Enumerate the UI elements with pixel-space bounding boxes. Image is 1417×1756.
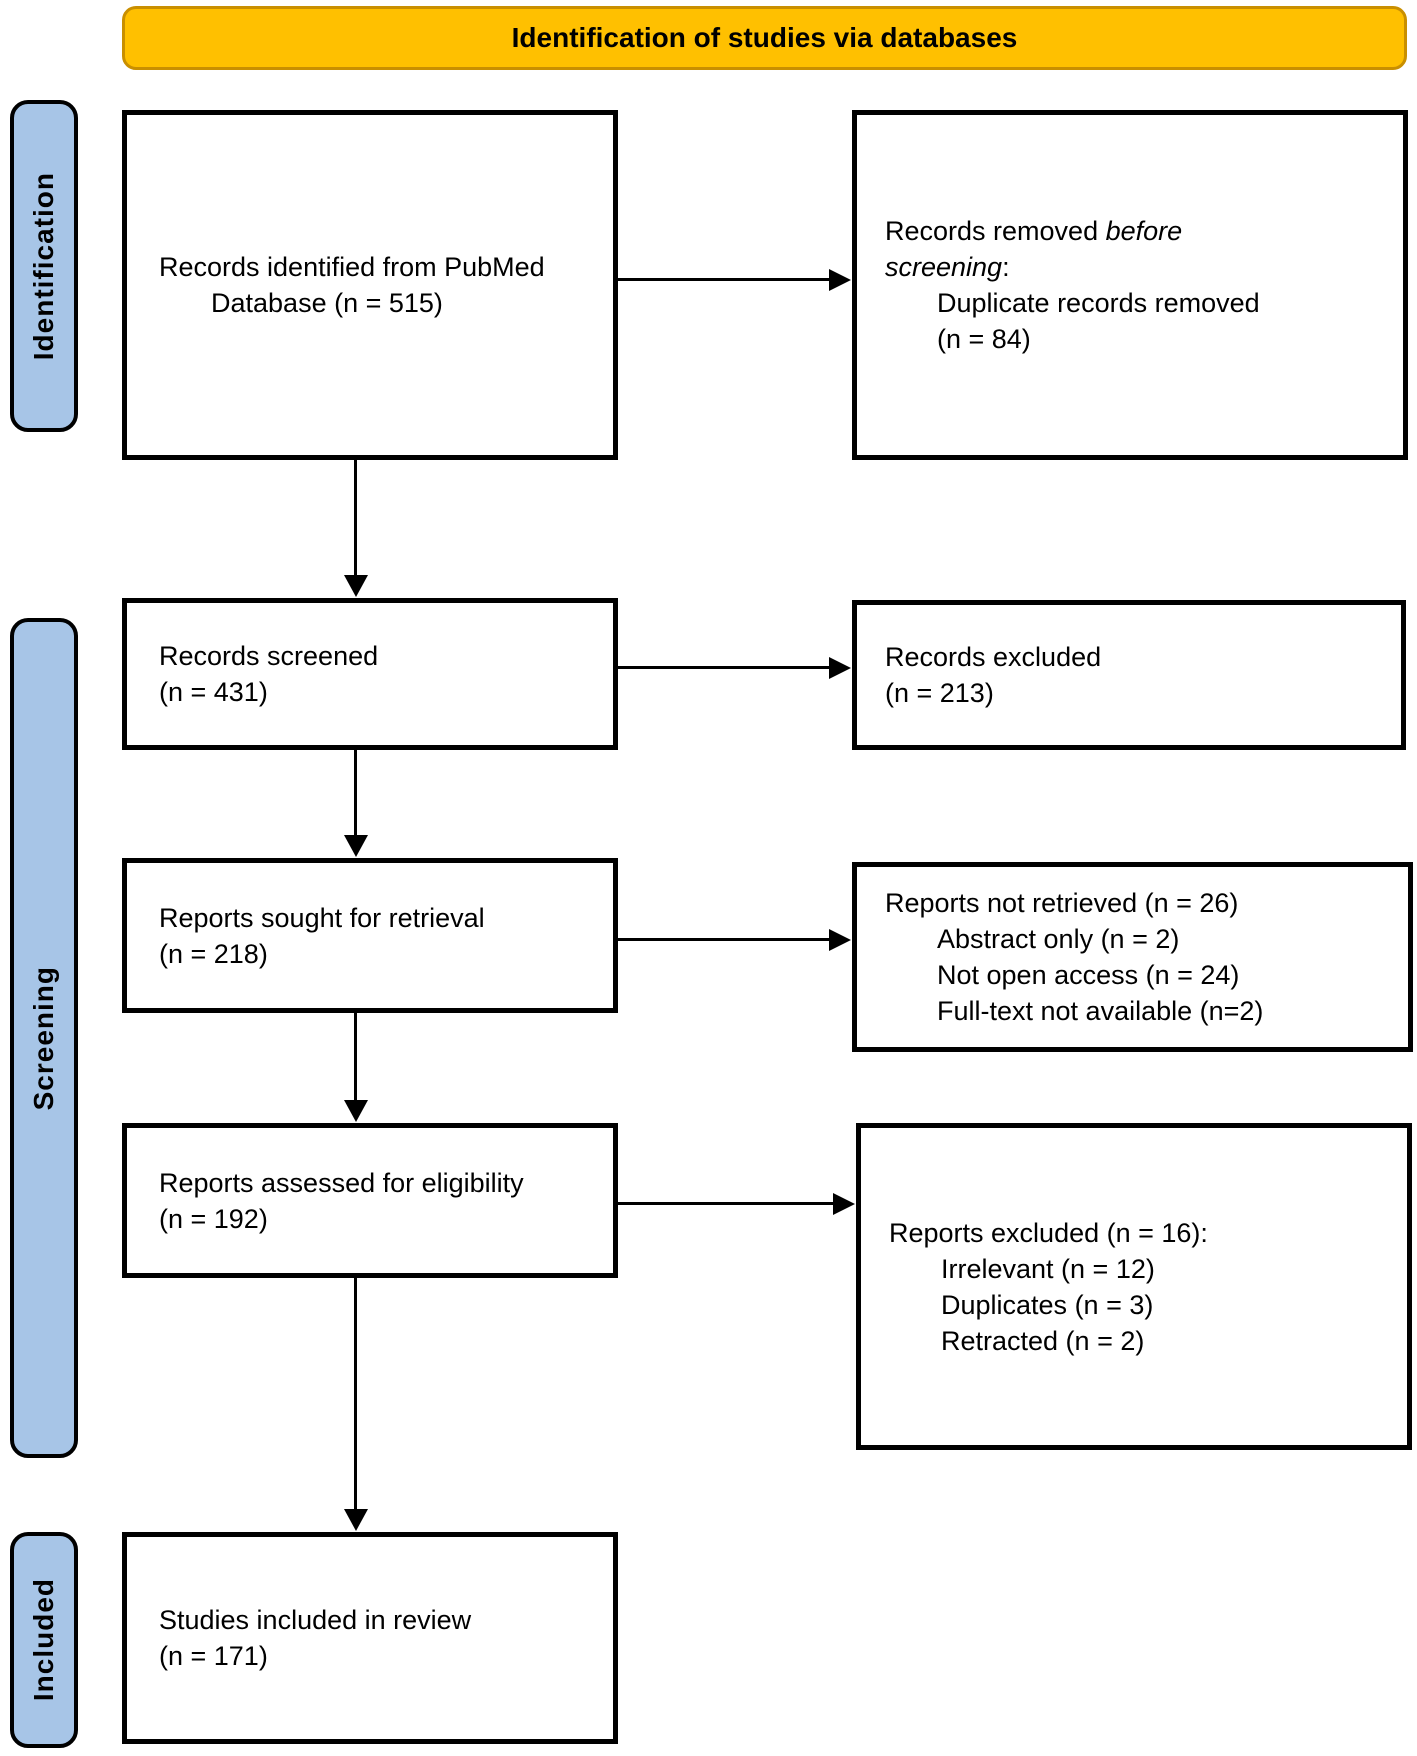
box-reports-sought-line1: Reports sought for retrieval	[159, 902, 485, 933]
box-records-removed-line2: screening:	[885, 249, 1387, 285]
sidebar-identification: Identification	[10, 100, 78, 432]
box-records-screened: Records screened (n = 431)	[122, 598, 618, 750]
records-removed-text: Records removed	[885, 216, 1106, 246]
box-studies-included-line1: Studies included in review	[159, 1605, 472, 1635]
arrow-sought-to-not-retrieved	[618, 938, 830, 941]
arrow-identified-to-screened	[354, 460, 357, 576]
sidebar-identification-label: Identification	[28, 171, 59, 361]
box-reports-excluded-detail3: Retracted (n = 2)	[941, 1325, 1145, 1356]
box-reports-not-retrieved-line1: Reports not retrieved (n = 26)	[885, 888, 1239, 918]
sidebar-screening: Screening	[10, 618, 78, 1458]
arrow-screened-to-sought	[354, 750, 357, 836]
arrow-assessed-to-included	[354, 1278, 357, 1510]
box-reports-not-retrieved-detail1: Abstract only (n = 2)	[937, 924, 1180, 954]
box-reports-excluded-detail2: Duplicates (n = 3)	[941, 1289, 1154, 1320]
box-records-identified-line1: Records identified from PubMed	[159, 252, 545, 282]
box-reports-assessed: Reports assessed for eligibility (n = 19…	[122, 1123, 618, 1278]
box-reports-excluded: Reports excluded (n = 16): Irrelevant (n…	[856, 1123, 1412, 1450]
box-records-screened-line1: Records screened	[159, 641, 379, 671]
box-records-excluded-line2: (n = 213)	[885, 678, 994, 708]
box-studies-included-line2: (n = 171)	[159, 1641, 268, 1671]
box-records-identified-line2: Database (n = 515)	[211, 288, 443, 318]
arrow-screened-to-excluded	[618, 666, 830, 669]
box-records-removed-detail1: Duplicate records removed	[937, 288, 1260, 318]
sidebar-included: Included	[10, 1532, 78, 1748]
box-reports-sought-line2: (n = 218)	[159, 938, 268, 969]
box-reports-not-retrieved-detail3: Full-text not available (n=2)	[937, 996, 1264, 1026]
box-reports-assessed-line1: Reports assessed for eligibility	[159, 1167, 524, 1198]
arrow-assessed-to-reports-excluded	[618, 1202, 834, 1205]
box-reports-assessed-line2: (n = 192)	[159, 1203, 268, 1234]
box-records-removed-detail2: (n = 84)	[937, 324, 1031, 354]
box-records-removed: Records removed before screening: Duplic…	[852, 110, 1408, 460]
records-removed-italic1: before	[1105, 216, 1183, 246]
box-reports-not-retrieved-detail2: Not open access (n = 24)	[937, 960, 1240, 990]
box-records-removed-line1: Records removed before	[885, 213, 1387, 249]
box-reports-sought: Reports sought for retrieval (n = 218)	[122, 858, 618, 1013]
box-records-excluded-line1: Records excluded	[885, 642, 1102, 672]
records-removed-italic2: screening	[885, 252, 1003, 282]
box-reports-not-retrieved: Reports not retrieved (n = 26) Abstract …	[852, 862, 1413, 1052]
sidebar-screening-label: Screening	[28, 965, 59, 1111]
box-records-excluded: Records excluded (n = 213)	[852, 600, 1406, 750]
banner-title: Identification of studies via databases	[511, 22, 1018, 53]
box-reports-excluded-detail1: Irrelevant (n = 12)	[941, 1253, 1155, 1284]
box-studies-included: Studies included in review (n = 171)	[122, 1532, 618, 1744]
arrow-sought-to-assessed	[354, 1013, 357, 1101]
records-removed-colon: :	[1002, 252, 1010, 282]
box-records-identified: Records identified from PubMed Database …	[122, 110, 618, 460]
sidebar-included-label: Included	[28, 1578, 59, 1702]
arrow-identified-to-removed	[618, 278, 830, 281]
box-records-screened-line2: (n = 431)	[159, 677, 268, 707]
banner-identification-of-studies: Identification of studies via databases	[122, 6, 1407, 70]
box-reports-excluded-line1: Reports excluded (n = 16):	[889, 1217, 1208, 1248]
